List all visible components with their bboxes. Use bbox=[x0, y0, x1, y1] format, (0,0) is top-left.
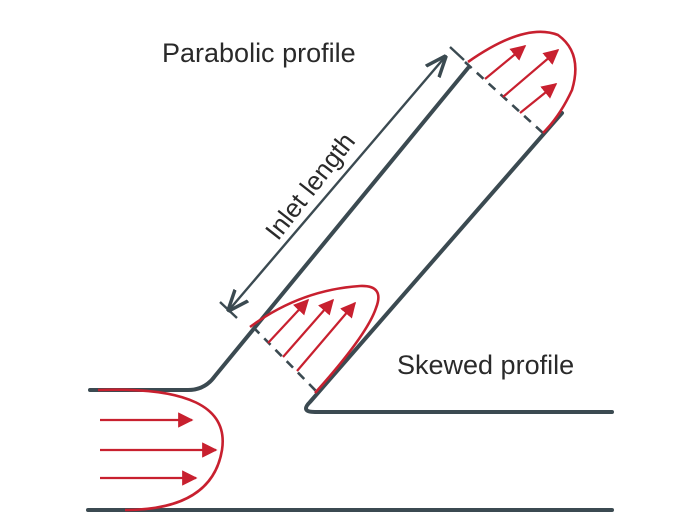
skewed-flow-arrow bbox=[296, 301, 356, 372]
inlet-length-tick-top bbox=[449, 46, 465, 61]
inlet-length-arrow bbox=[229, 57, 445, 310]
main-pipe-velocity-profile-curve bbox=[97, 388, 224, 512]
parabolic-profile-label: Parabolic profile bbox=[162, 38, 356, 68]
inlet-length-tick-bottom bbox=[219, 301, 238, 319]
inlet-cross-section bbox=[252, 326, 319, 394]
skewed-profile-label: Skewed profile bbox=[397, 350, 575, 380]
branch-right-wall-and-main-pipe-right-wall bbox=[304, 111, 614, 414]
skewed-velocity-profile-curve bbox=[249, 284, 380, 394]
parabolic-flow-arrow bbox=[502, 48, 560, 98]
parabolic-flow-arrow bbox=[484, 45, 527, 80]
main-pipe-top-wall-and-branch-left-wall bbox=[88, 66, 470, 392]
skewed-flow-arrow bbox=[282, 298, 335, 358]
parabolic-flow-arrow bbox=[519, 83, 558, 114]
skewed-flow-arrow bbox=[267, 298, 310, 344]
parabolic-velocity-profile-curve bbox=[467, 30, 577, 134]
